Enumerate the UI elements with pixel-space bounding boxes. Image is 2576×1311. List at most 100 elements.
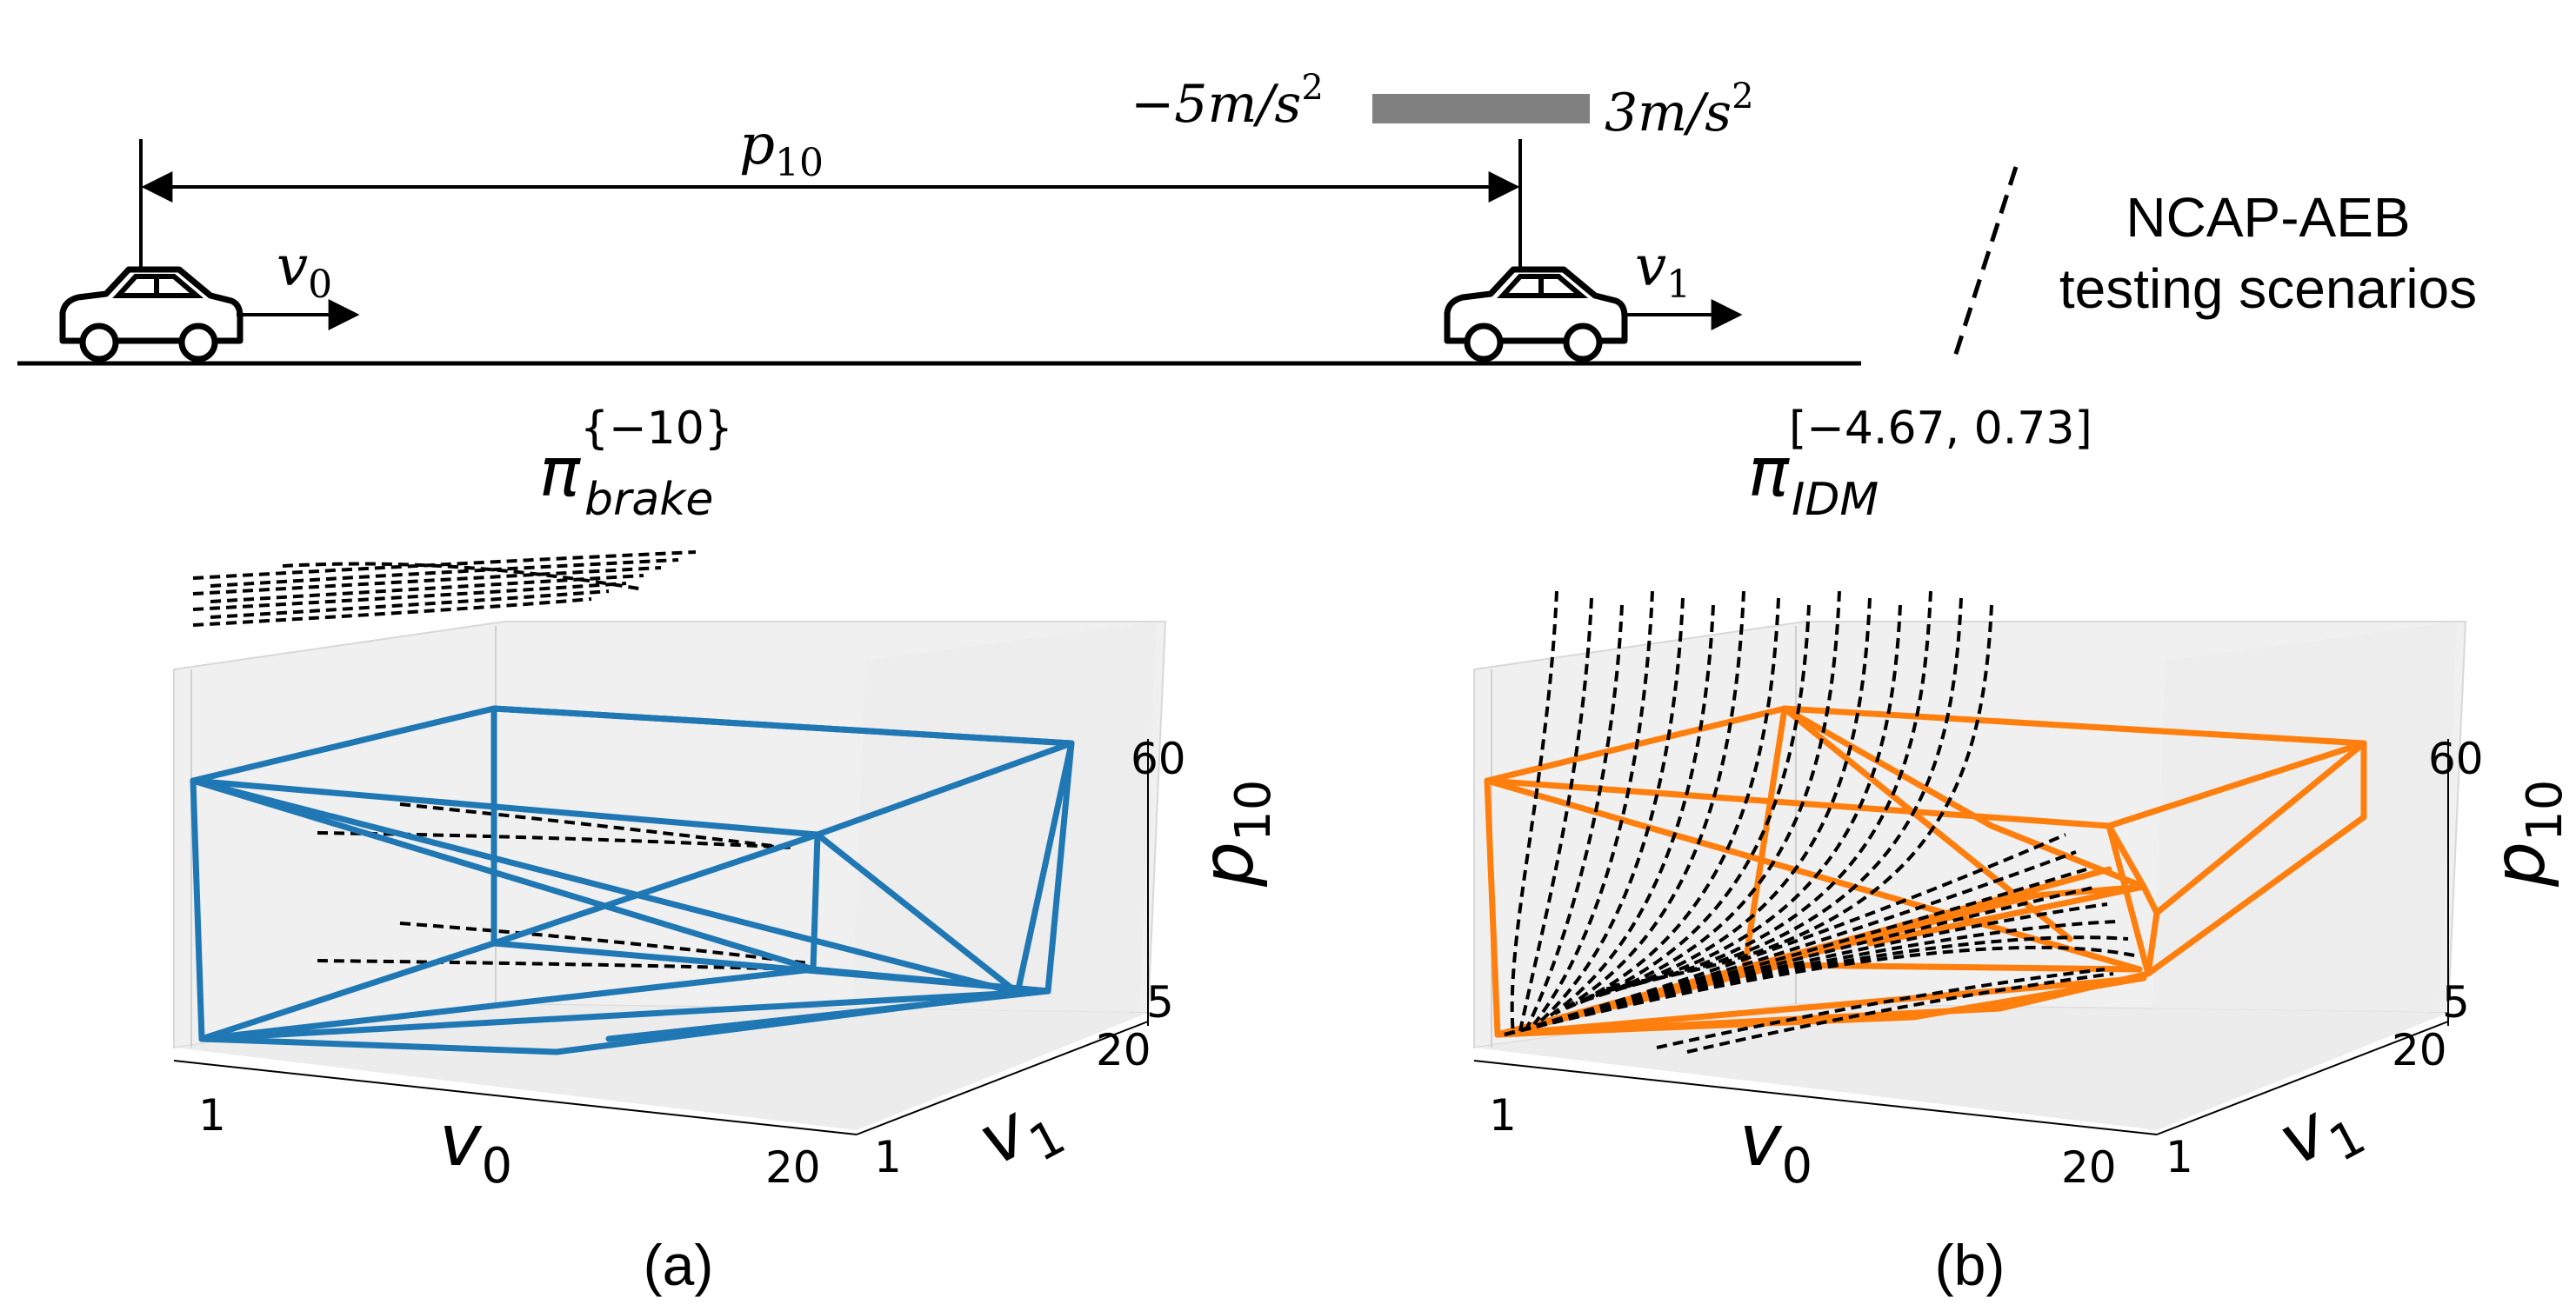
caption-a: (a) [644,1233,714,1297]
z-tick-b-min: 5 [2442,977,2470,1028]
legend-line1: NCAP-AEB [2126,186,2410,249]
boundary-edge [2145,814,2367,977]
car-icon-lead [1444,266,1628,363]
x-tick-a-max: 20 [765,1142,821,1193]
x-axis-label-b: v0 [1739,1100,1812,1195]
boundary-edge [190,777,1021,996]
scenario-curve [1554,590,1745,1015]
scenario-curve [1510,590,1558,1035]
boundary-edge [2145,909,2160,977]
z-axis-label-b: p10 [2479,780,2573,888]
scenario-curve [210,589,610,619]
scenario-curve [317,831,797,849]
boundary-edge [605,988,1051,1042]
legend: NCAP-AEB testing scenarios [1952,166,2477,357]
scenario-curve [192,550,697,580]
scenario-curve [1525,604,1624,1028]
distance-label: p10 [739,113,824,185]
boundary-edge [190,777,817,973]
boundary-edge [1740,705,1788,977]
scenario-curve [192,566,662,596]
boundary-edge [198,940,497,1042]
dashed-scenarios-b [1504,590,2139,1054]
v0-label: v0 [277,235,332,307]
boundary-edge [1494,975,2147,1038]
scenario-curve [192,582,627,611]
boundary-edge [198,966,817,1042]
boundary-edge [1781,705,2073,942]
boundary-edge [491,705,1075,747]
boundary-edge [1997,970,2152,1012]
policy-boundary-a [190,705,1075,1055]
scenario-curve [1656,968,2106,1049]
scenario-curve [1504,945,2139,1036]
boundary-edge [1484,777,2112,829]
z-tick-b-max: 60 [2428,734,2484,784]
dashed-scenarios-a [192,550,810,971]
scenario-curve [1603,597,1963,991]
boundary-edge [198,988,1051,1042]
panel-a: π{−10}brake 1 20 1 20 5 60 v0 v1 [173,403,1282,1297]
boundary-edge [1988,822,2147,890]
x-tick-b-min: 1 [1489,1090,1517,1141]
right-pane-b [2148,622,2457,1130]
scenario-curve [1518,597,1593,1032]
boundary-edge [1044,740,1075,995]
x-axis-label-a: v0 [439,1100,512,1195]
scenario-curve [192,597,592,627]
accel-range-bar [1372,94,1590,123]
boundary-edge [2106,740,2367,829]
boundary-edge [810,966,1051,995]
scenario-curve [399,802,788,849]
scenario-curve [1539,597,1685,1022]
scenario-curve [1504,868,2087,1036]
boundary-edge [2153,740,2367,916]
scenario-curve [1568,604,1811,1008]
axes-box-b [1473,621,2467,1135]
floor-pane-b [1474,1004,2448,1130]
v1-label: v1 [1635,235,1691,307]
scenario-curve [1561,597,1780,1012]
boundary-edge [810,831,821,973]
boundary-edge [1494,1014,1917,1038]
boundary-edge [491,831,821,947]
scenario-curve [282,562,644,591]
boundary-edge [1781,705,2367,747]
boundary-edge [2106,822,2152,977]
scenario-curve [210,558,679,588]
y-axis-label-b: v1 [2266,1075,2374,1193]
boundary-edge [190,705,497,784]
caption-b: (b) [1935,1233,2005,1297]
scenario-curve [1546,604,1715,1019]
z-tick-a-min: 5 [1146,977,1174,1028]
panel-b: π[−4.67, 0.73]IDM 1 20 1 20 5 60 v0 v1 p… [1473,403,2573,1297]
scenario-curve [1596,590,1932,995]
y-tick-a-max: 20 [1096,1025,1151,1075]
legend-line2: testing scenarios [2059,257,2477,320]
boundary-edge [190,777,205,1042]
scenario-curve [399,922,810,965]
scenario-curve [1582,597,1872,1002]
scenario-curve [1686,972,2114,1054]
z-axis-label-a: p10 [1187,780,1282,888]
boundary-edge [814,740,1075,838]
scenario-curve [1610,604,1993,988]
boundary-edge [1779,962,2143,973]
scenario-curve [1589,604,1902,998]
y-tick-a-min: 1 [874,1132,902,1182]
scenario-curve [317,959,810,971]
boundary-edge [2140,883,2160,916]
boundary-edge [2106,822,2147,890]
y-tick-b-max: 20 [2392,1025,2447,1075]
panel-a-title: π{−10}brake [539,403,733,526]
scenario-diagram: p10 v0 v1 −5m/s2 3m/s2 [17,68,1861,366]
boundary-edge [1484,777,1501,1038]
boundary-edge [198,1035,560,1055]
boundary-edge [1781,705,1995,829]
scenario-curve [210,574,644,603]
boundary-edge [814,831,1021,996]
scenario-curve [1504,920,2119,1036]
axes-box-a [173,621,1167,1135]
boundary-edge [1014,740,1075,996]
